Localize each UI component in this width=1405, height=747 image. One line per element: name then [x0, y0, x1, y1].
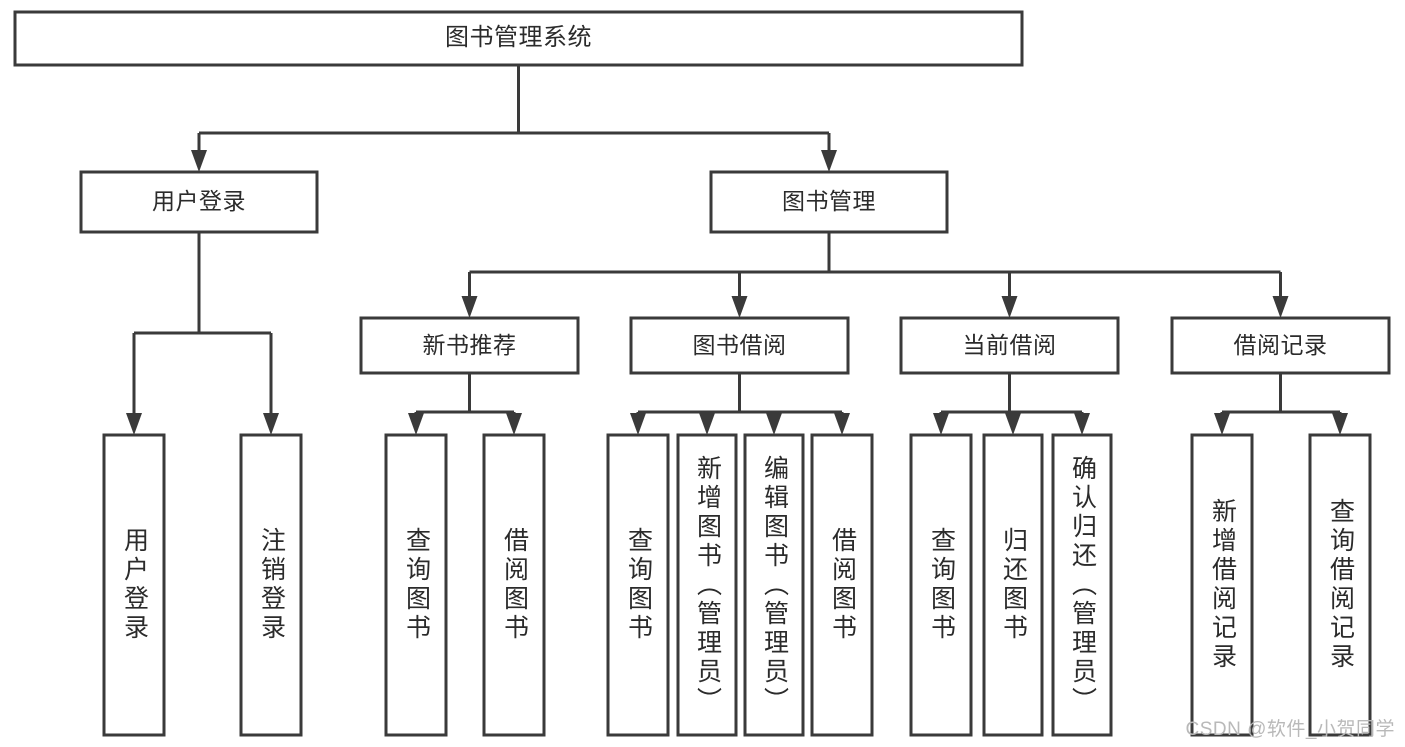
node-current-borrow-box[interactable] [899, 316, 1120, 375]
book-manage-arrow-0 [461, 296, 478, 318]
node-book-manage-box[interactable] [709, 170, 949, 234]
leaf-book-borrow-arrow-2 [766, 413, 782, 435]
leaf-current-borrow-arrow-0 [933, 413, 949, 435]
leaf-leaf-query-book-borrow-box[interactable] [606, 433, 670, 737]
leaf-leaf-return-book-box[interactable] [982, 433, 1044, 737]
leaf-book-borrow-arrow-0 [630, 413, 646, 435]
boxes-layer [13, 10, 1391, 737]
node-user-login-box[interactable] [79, 170, 319, 234]
leaf-current-borrow-arrow-2 [1074, 413, 1090, 435]
leaf-leaf-add-book-box[interactable] [676, 433, 738, 737]
connectors-layer [126, 65, 1348, 435]
leaf-leaf-query-book-cur-box[interactable] [909, 433, 973, 737]
book-manage-arrow-2 [1001, 296, 1018, 318]
leaf-borrow-record-arrow-0 [1214, 413, 1230, 435]
watermark-text: CSDN @软件_小贺同学 [1185, 719, 1395, 740]
leaf-leaf-query-record-box[interactable] [1308, 433, 1372, 737]
leaf-current-borrow-arrow-1 [1005, 413, 1021, 435]
root-arrow-0 [191, 150, 207, 172]
node-book-borrow-box[interactable] [629, 316, 850, 375]
leaf-leaf-edit-book-box[interactable] [743, 433, 805, 737]
book-manage-arrow-3 [1272, 296, 1289, 318]
leaf-book-borrow-arrow-3 [834, 413, 850, 435]
leaf-leaf-confirm-return-box[interactable] [1051, 433, 1113, 737]
leaf-leaf-logout-box[interactable] [239, 433, 303, 737]
leaf-leaf-borrow-book-box[interactable] [810, 433, 874, 737]
leaf-new-book-rec-arrow-0 [408, 413, 424, 435]
leaf-user-login-arrow-1 [263, 413, 279, 435]
root-arrow-1 [821, 150, 837, 172]
book-manage-arrow-1 [731, 296, 748, 318]
node-borrow-record-box[interactable] [1170, 316, 1391, 375]
node-new-book-rec-box[interactable] [359, 316, 580, 375]
leaf-borrow-record-arrow-1 [1332, 413, 1348, 435]
leaf-leaf-add-record-box[interactable] [1190, 433, 1254, 737]
leaf-user-login-arrow-0 [126, 413, 142, 435]
leaf-new-book-rec-arrow-1 [506, 413, 522, 435]
leaf-leaf-user-login-box[interactable] [102, 433, 166, 737]
root-node-box[interactable] [13, 10, 1024, 67]
leaf-book-borrow-arrow-1 [699, 413, 715, 435]
leaf-leaf-borrow-book-rec-box[interactable] [482, 433, 546, 737]
leaf-leaf-query-book-rec-box[interactable] [384, 433, 448, 737]
